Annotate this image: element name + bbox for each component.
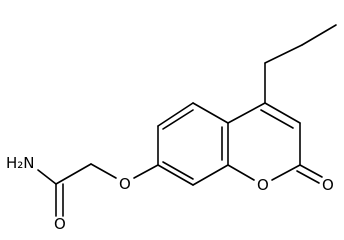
- bond-pyr-5: [227, 164, 255, 181]
- bond-benz-3: [157, 164, 194, 186]
- bond-ether-2: [90, 163, 117, 179]
- bond-benz-6: [192, 102, 229, 124]
- molecule-diagram: H₂N O O O O: [6, 24, 337, 232]
- bond-benz-1: [157, 102, 194, 127]
- bond-pyr-2: [264, 102, 301, 124]
- ring-oxygen-label: O: [257, 176, 269, 194]
- bond-carbonyl-1: [299, 164, 323, 178]
- bond-pyr-double: [260, 109, 294, 129]
- amide-nitrogen-label: H₂N: [6, 154, 35, 172]
- bond-benz-double-1: [162, 109, 194, 130]
- ether-oxygen-label: O: [119, 175, 131, 193]
- bond-amide-cn: [37, 169, 57, 185]
- bond-pyr-4: [271, 164, 301, 181]
- bond-propyl-3: [301, 24, 337, 46]
- bond-ch2-c: [55, 163, 92, 185]
- bond-ether-1: [133, 164, 159, 179]
- structure-svg: H₂N O O O O: [6, 24, 337, 232]
- bond-pyr-1: [227, 102, 266, 124]
- bond-benz-double-2: [162, 161, 194, 180]
- amide-oxygen-label: O: [54, 215, 66, 232]
- carbonyl-oxygen-label: O: [322, 176, 334, 194]
- bond-benz-4: [192, 164, 229, 186]
- bond-carbonyl-2: [296, 170, 320, 184]
- bond-propyl-2: [264, 44, 303, 64]
